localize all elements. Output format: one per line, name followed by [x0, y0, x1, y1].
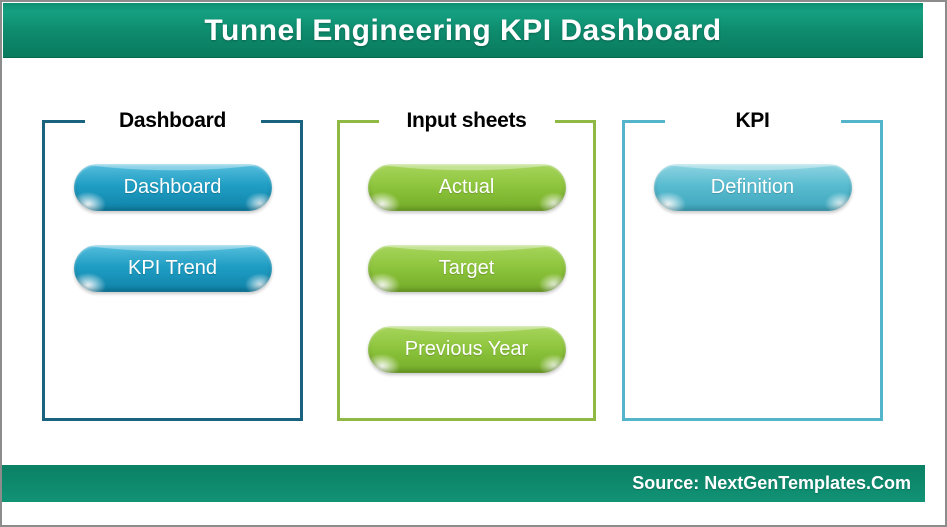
group-heading-dashboard: Dashboard — [84, 107, 261, 134]
nav-button-target[interactable]: Target — [368, 245, 566, 292]
source-credit: Source: NextGenTemplates.Com — [632, 473, 911, 493]
nav-group-input-sheets: Input sheets Actual Target Previous Year — [337, 107, 596, 421]
button-stack-kpi: Definition — [625, 123, 880, 211]
group-heading-input-sheets: Input sheets — [378, 107, 555, 134]
button-stack-dashboard: Dashboard KPI Trend — [45, 123, 300, 292]
nav-button-actual[interactable]: Actual — [368, 164, 566, 211]
nav-group-kpi: KPI Definition — [622, 107, 883, 421]
button-stack-input-sheets: Actual Target Previous Year — [340, 123, 593, 373]
group-heading-kpi: KPI — [664, 107, 841, 134]
footer-bar: Source: NextGenTemplates.Com — [2, 465, 925, 502]
nav-button-previous-year[interactable]: Previous Year — [368, 326, 566, 373]
nav-group-dashboard: Dashboard Dashboard KPI Trend — [42, 107, 303, 421]
nav-button-dashboard[interactable]: Dashboard — [74, 164, 272, 211]
page-title: Tunnel Engineering KPI Dashboard — [204, 14, 722, 47]
nav-button-definition[interactable]: Definition — [654, 164, 852, 211]
header-bar: Tunnel Engineering KPI Dashboard — [3, 3, 923, 58]
nav-button-kpi-trend[interactable]: KPI Trend — [74, 245, 272, 292]
